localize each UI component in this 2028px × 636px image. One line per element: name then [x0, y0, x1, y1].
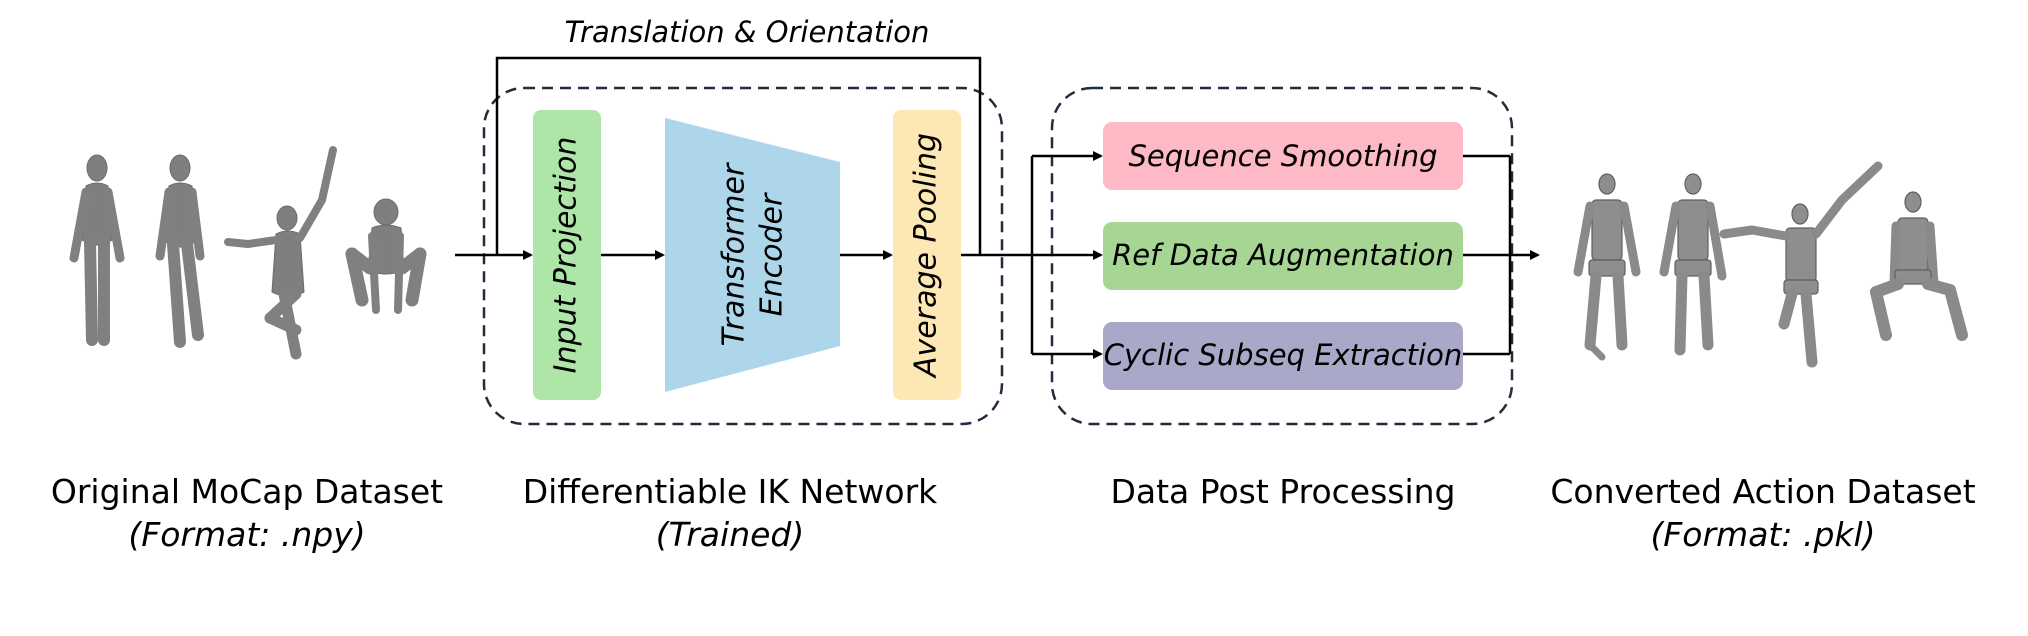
mocap-human-figures [69, 146, 427, 360]
captions: Original MoCap Dataset (Format: .npy) Di… [51, 472, 1976, 554]
caption-converted-sub: (Format: .pkl) [1650, 515, 1875, 554]
human-figure-standing-1 [69, 154, 125, 346]
ref-data-augmentation-box [1103, 222, 1463, 290]
connectors [455, 56, 1540, 359]
translation-orientation-label: Translation & Orientation [565, 15, 930, 49]
robot-figure-1 [1573, 173, 1641, 361]
robot-figure-3 [1719, 161, 1883, 368]
transformer-label-line1: Transformer [717, 162, 752, 346]
transformer-encoder-trapezoid [665, 118, 840, 392]
human-figure-walking [155, 154, 205, 348]
average-pooling-block: Average Pooling [893, 110, 961, 400]
post-processing-item-augmentation: Ref Data Augmentation [1103, 222, 1463, 290]
ref-data-augmentation-label: Ref Data Augmentation [1112, 238, 1454, 272]
caption-post-title: Data Post Processing [1110, 472, 1455, 511]
translation-orientation-bypass-line [495, 56, 982, 255]
post-processing-item-smoothing: Sequence Smoothing [1103, 122, 1463, 190]
cyclic-subseq-extraction-box [1103, 322, 1463, 390]
caption-network-title: Differentiable IK Network [523, 472, 938, 511]
human-figure-dancing [224, 146, 337, 360]
caption-network-sub: (Trained) [656, 515, 804, 554]
average-pooling-box [893, 110, 961, 400]
input-projection-box [533, 110, 601, 400]
caption-original-sub: (Format: .npy) [128, 515, 365, 554]
input-projection-label: Input Projection [549, 137, 584, 374]
post-processing-item-cyclic: Cyclic Subseq Extraction [1103, 322, 1463, 390]
caption-converted-title: Converted Action Dataset [1550, 472, 1975, 511]
caption-original-title: Original MoCap Dataset [51, 472, 443, 511]
robot-figures [1573, 161, 1968, 368]
input-projection-block: Input Projection [533, 110, 601, 400]
sequence-smoothing-label: Sequence Smoothing [1128, 139, 1437, 173]
human-figure-squatting [345, 198, 427, 314]
average-pooling-label: Average Pooling [909, 133, 944, 379]
cyclic-subseq-extraction-label: Cyclic Subseq Extraction [1104, 338, 1462, 372]
sequence-smoothing-box [1103, 122, 1463, 190]
transformer-label-line2: Encoder [755, 192, 790, 316]
robot-figure-2 [1659, 173, 1727, 356]
robot-figure-4 [1870, 191, 1968, 341]
transformer-encoder-block: Transformer Encoder [665, 118, 840, 392]
